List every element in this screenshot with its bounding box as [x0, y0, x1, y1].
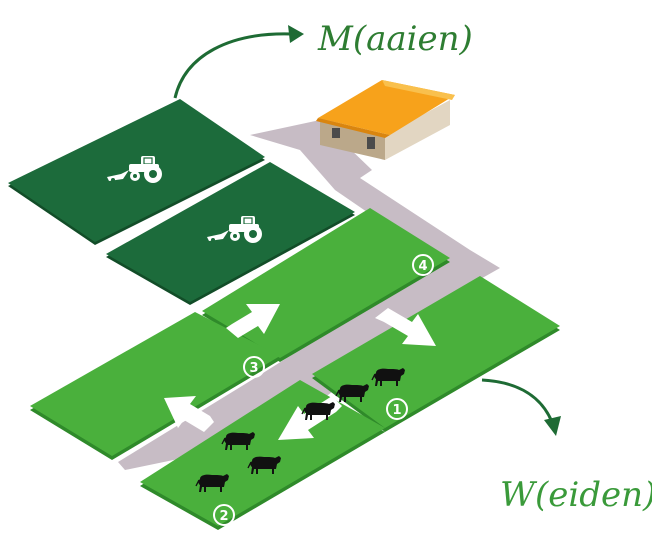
rotation-arrow-4-to-1 [375, 308, 436, 346]
grazing-label: W(eiden) [500, 475, 652, 515]
paddock-number-1: 1 [386, 398, 408, 420]
grazing-curved-arrow [481, 378, 561, 436]
svg-text:1: 1 [392, 403, 401, 418]
svg-text:4: 4 [418, 259, 427, 274]
paddock-1 [312, 276, 560, 432]
barn-icon [316, 80, 455, 160]
paddock-number-2: 2 [213, 504, 235, 526]
rotation-arrow-3-to-4 [226, 304, 280, 338]
mowing-label: M(aaien) [317, 19, 473, 59]
paddock-number-3: 3 [243, 356, 265, 378]
paddock-number-4: 4 [412, 254, 434, 276]
svg-text:3: 3 [249, 361, 258, 376]
rotation-arrow-2-to-3 [164, 396, 214, 432]
paddock-3 [30, 312, 280, 460]
farm-lane [118, 120, 500, 470]
svg-text:2: 2 [219, 509, 228, 524]
mowing-curved-arrow [173, 25, 304, 99]
